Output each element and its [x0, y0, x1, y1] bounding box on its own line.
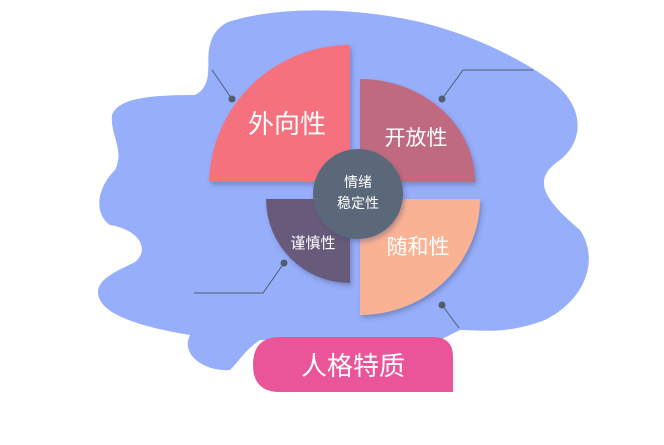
- center-circle-neuroticism: [313, 149, 403, 239]
- quadrant-label-agreeableness: 随和性: [387, 235, 450, 259]
- connectors: [194, 69, 533, 329]
- title-text: 人格特质: [301, 352, 405, 382]
- connector-line-top-left: [211, 69, 233, 100]
- quadrant-label-openness: 开放性: [385, 126, 448, 150]
- connector-line-bottom-left: [194, 262, 285, 294]
- connector-dot: [280, 259, 288, 267]
- center-label-line2: 稳定性: [337, 196, 379, 212]
- connector-dot: [438, 301, 446, 309]
- quadrant-agreeableness: [360, 199, 480, 315]
- connector-dot: [228, 95, 236, 103]
- title-banner: [253, 337, 453, 392]
- connector-line-top-right: [441, 69, 533, 100]
- quadrant-label-conscientiousness: 谨慎性: [290, 234, 335, 252]
- quadrant-openness: [360, 79, 475, 182]
- connector-dot: [438, 95, 446, 103]
- center-label-line1: 情绪: [344, 175, 372, 191]
- quadrant-extraversion: [209, 44, 350, 182]
- connector-line-bottom-right: [441, 304, 460, 329]
- quadrant-label-extraversion: 外向性: [248, 110, 326, 140]
